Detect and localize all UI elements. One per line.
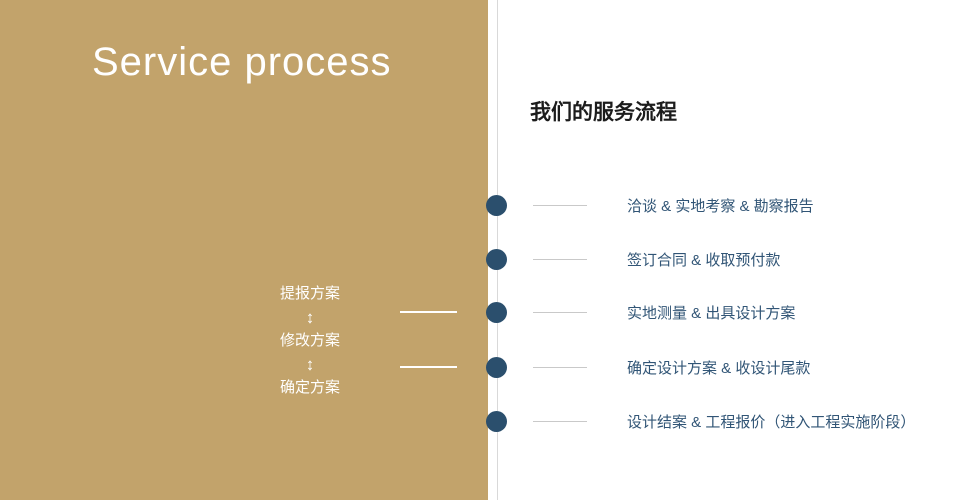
dash-line [533,204,587,206]
connector-line [400,311,457,313]
timeline-dot-icon [486,356,507,378]
timeline-row: 洽谈 & 实地考察 & 勘察报告 [486,194,814,216]
step-label: 确定设计方案 & 收设计尾款 [627,359,811,377]
timeline-dot-icon [486,194,507,216]
step-label: 设计结案 & 工程报价（进入工程实施阶段） [627,413,916,431]
step-label: 洽谈 & 实地考察 & 勘察报告 [627,197,814,215]
dash-line [533,258,587,260]
step-label: 实地测量 & 出具设计方案 [627,304,796,322]
left-gold-panel [0,0,488,500]
timeline-dot-icon [486,301,507,323]
timeline-dot-icon [486,248,507,270]
step-label: 签订合同 & 收取预付款 [627,251,781,269]
updown-arrow-icon: ↕ [305,355,315,374]
page-title: Service process [92,40,392,84]
flow-step-propose: 提报方案 [279,285,340,302]
revision-flow: 提报方案 ↕ 修改方案 ↕ 确定方案 [262,284,358,398]
flow-step-revise: 修改方案 [279,332,340,349]
updown-arrow-icon: ↕ [305,308,315,327]
connector-line [400,366,457,368]
flow-step-confirm: 确定方案 [279,379,340,396]
dash-line [533,420,587,422]
section-heading: 我们的服务流程 [530,101,677,124]
dash-line [533,311,587,313]
timeline-row: 实地测量 & 出具设计方案 [486,301,795,323]
timeline-row: 确定设计方案 & 收设计尾款 [486,356,810,378]
timeline-dot-icon [486,410,507,432]
dash-line [533,366,587,368]
timeline-row: 设计结案 & 工程报价（进入工程实施阶段） [486,410,915,432]
timeline-row: 签订合同 & 收取预付款 [486,248,780,270]
